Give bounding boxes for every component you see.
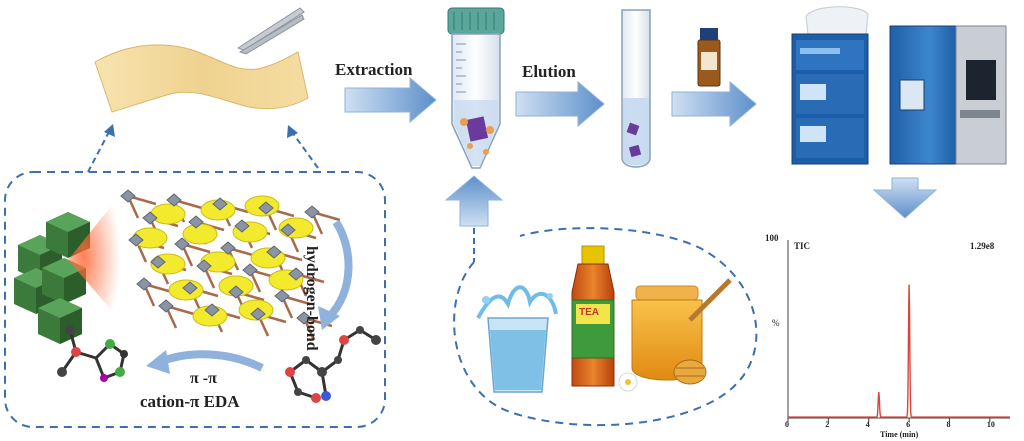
mof-metal-node bbox=[196, 259, 212, 273]
mof-interaction-box bbox=[4, 171, 386, 428]
dashed-arrow-right bbox=[287, 125, 319, 169]
mof-metal-node bbox=[228, 285, 244, 299]
mof-lattice bbox=[120, 189, 341, 341]
pi-pi-label: π -π bbox=[190, 370, 217, 387]
samples-ellipse bbox=[453, 227, 758, 427]
x-tick-label: 6 bbox=[906, 420, 911, 429]
mof-pore bbox=[182, 223, 218, 245]
down-arrow bbox=[872, 177, 938, 219]
mof-metal-node bbox=[258, 201, 274, 215]
tea-brand-label: TEA bbox=[579, 307, 599, 318]
tic-trace bbox=[788, 284, 1010, 418]
mof-metal-node bbox=[136, 277, 152, 291]
x-tick-label: 0 bbox=[785, 420, 789, 429]
hydrogen-bond-label: hydrogen-bond bbox=[303, 246, 320, 351]
mof-pore bbox=[150, 203, 186, 225]
x-tick-label: 2 bbox=[825, 420, 830, 429]
analyte-molecule-right bbox=[285, 326, 381, 403]
mof-metal-node bbox=[182, 281, 198, 295]
cation-pi-label: cation-π EDA bbox=[140, 392, 240, 411]
extraction-label: Extraction bbox=[335, 60, 413, 79]
mof-metal-node bbox=[188, 215, 204, 229]
dashed-arrow-left bbox=[87, 124, 115, 173]
y-unit-label: % bbox=[772, 318, 780, 328]
mof-metal-node bbox=[250, 307, 266, 321]
mof-metal-node bbox=[234, 219, 250, 233]
mof-metal-node bbox=[204, 303, 220, 317]
mof-metal-node bbox=[274, 289, 290, 303]
mof-metal-node bbox=[288, 267, 304, 281]
instrument-arrow bbox=[671, 80, 757, 128]
elution-label: Elution bbox=[522, 62, 576, 81]
tweezers-icon bbox=[236, 7, 305, 55]
elution-arrow bbox=[515, 80, 605, 128]
mof-metal-node bbox=[266, 245, 282, 259]
mof-metal-node bbox=[150, 255, 166, 269]
left-arrow-pi bbox=[146, 350, 264, 374]
up-arrow bbox=[444, 175, 504, 227]
test-tube bbox=[621, 9, 651, 168]
mof-metal-node bbox=[296, 311, 312, 325]
tea-bottle bbox=[571, 245, 615, 387]
x-tick-label: 10 bbox=[986, 420, 995, 429]
y-top-label: 100 bbox=[765, 233, 779, 243]
x-tick-label: 8 bbox=[946, 420, 951, 429]
mof-metal-node bbox=[166, 193, 182, 207]
mof-metal-node bbox=[280, 223, 296, 237]
mof-metal-node bbox=[174, 237, 190, 251]
honey-jar bbox=[618, 278, 732, 392]
intensity-label: 1.29e8 bbox=[970, 241, 995, 251]
extraction-arrow bbox=[344, 76, 437, 124]
analyte-molecule-left bbox=[57, 325, 128, 382]
water-glass bbox=[476, 285, 558, 393]
mof-metal-node bbox=[120, 189, 136, 203]
x-tick-label: 4 bbox=[865, 420, 870, 429]
x-axis-label: Time (min) bbox=[880, 430, 919, 439]
mof-metal-node bbox=[212, 197, 228, 211]
curved-arrow-down bbox=[318, 219, 353, 330]
mof-metal-node bbox=[304, 205, 320, 219]
mof-metal-node bbox=[142, 211, 158, 225]
chromatogram-chart bbox=[787, 240, 1010, 422]
mof-metal-node bbox=[128, 233, 144, 247]
zoom-glow bbox=[68, 195, 120, 320]
sample-vial bbox=[697, 28, 721, 87]
mof-metal-node bbox=[220, 241, 236, 255]
tic-label: TIC bbox=[794, 241, 811, 251]
mof-metal-node bbox=[158, 299, 174, 313]
lc-ms-instrument bbox=[791, 6, 1007, 165]
mof-metal-node bbox=[242, 263, 258, 277]
centrifuge-tube bbox=[447, 7, 505, 169]
green-cube-stack bbox=[14, 212, 90, 344]
paper-strip bbox=[94, 44, 309, 113]
